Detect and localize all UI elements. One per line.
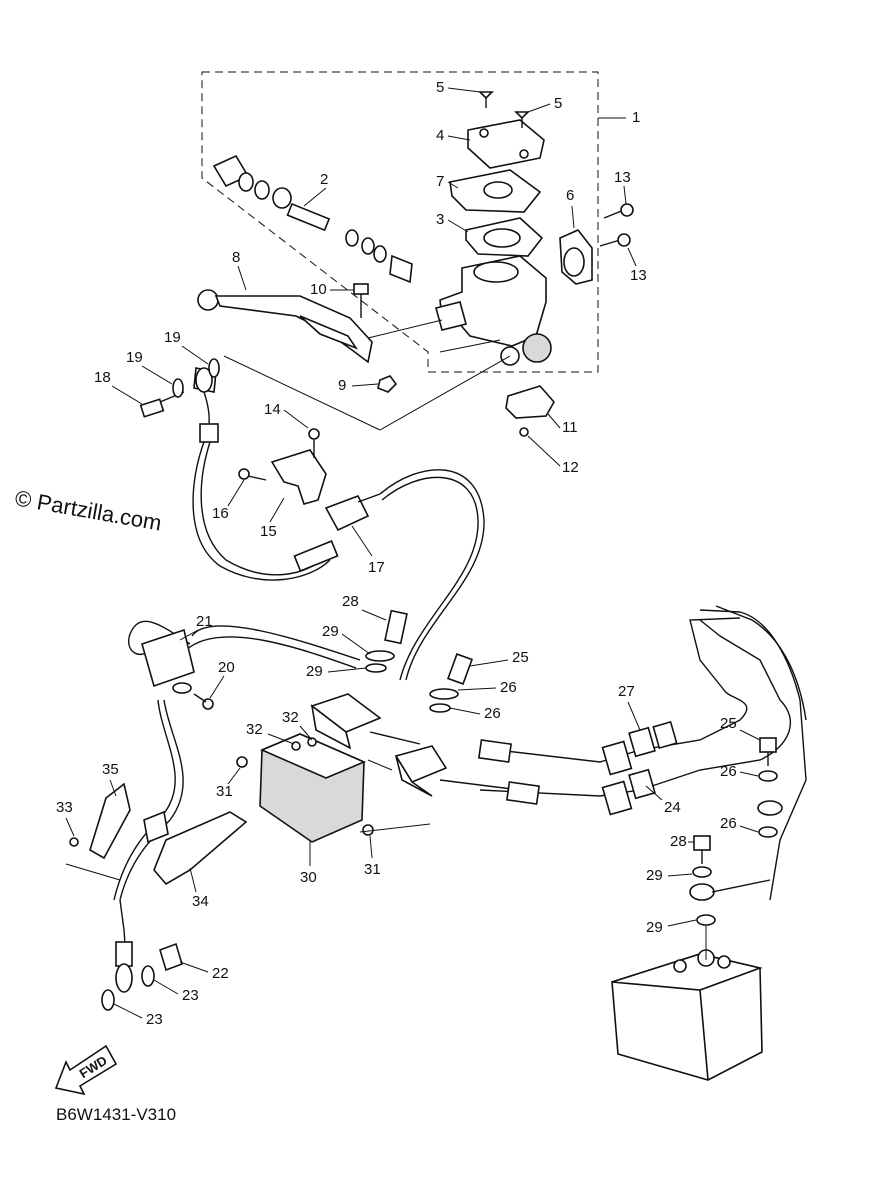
brake-hose-middle xyxy=(113,609,521,901)
callout-26d: 26 xyxy=(720,815,737,832)
callouts: 1 2 3 4 5 5 6 7 8 9 10 11 12 13 13 14 15… xyxy=(56,79,761,1028)
callout-32a: 32 xyxy=(246,721,263,738)
callout-19b: 19 xyxy=(164,329,181,346)
reservoir-cap xyxy=(467,119,545,169)
abs-unit xyxy=(611,737,783,1081)
callout-26b: 26 xyxy=(484,705,501,722)
callout-13a: 13 xyxy=(614,169,631,186)
callout-11: 11 xyxy=(562,419,578,436)
brake-hose-upper xyxy=(139,358,485,681)
callout-26a: 26 xyxy=(500,679,517,696)
callout-10: 10 xyxy=(310,281,327,298)
callout-6: 6 xyxy=(566,187,574,204)
diagram-code: B6W1431-V310 xyxy=(56,1105,176,1124)
abs-cover xyxy=(236,733,431,843)
callout-34: 34 xyxy=(192,893,209,910)
callout-24: 24 xyxy=(664,799,681,816)
joint-block-17 xyxy=(324,494,370,532)
callout-25a: 25 xyxy=(512,649,529,666)
callout-1: 1 xyxy=(632,109,640,126)
callout-7: 7 xyxy=(436,173,444,190)
callout-28b: 28 xyxy=(670,833,687,850)
callout-26c: 26 xyxy=(720,763,737,780)
callout-35: 35 xyxy=(102,761,119,778)
callout-14: 14 xyxy=(264,401,281,418)
callout-29c: 29 xyxy=(646,867,663,884)
assembly-boundary xyxy=(201,71,599,373)
watermark: © Partzilla.com xyxy=(13,485,163,535)
callout-32b: 32 xyxy=(282,709,299,726)
callout-20: 20 xyxy=(218,659,235,676)
callout-3: 3 xyxy=(436,211,444,228)
callout-18: 18 xyxy=(94,369,111,386)
brake-switch xyxy=(505,385,555,419)
callout-17: 17 xyxy=(368,559,385,576)
callout-31b: 31 xyxy=(364,861,381,878)
callout-22: 22 xyxy=(212,965,229,982)
callout-12: 12 xyxy=(562,459,579,476)
callout-9: 9 xyxy=(338,377,346,394)
callout-8: 8 xyxy=(232,249,240,266)
callout-23a: 23 xyxy=(182,987,199,1004)
callout-2: 2 xyxy=(320,171,328,188)
callout-29b: 29 xyxy=(306,663,323,680)
joint-block-21 xyxy=(141,628,195,688)
callout-13b: 13 xyxy=(630,267,647,284)
piston-kit xyxy=(212,154,413,284)
forward-direction-arrow: FWD xyxy=(54,1044,118,1096)
callout-28a: 28 xyxy=(342,593,359,610)
callout-25b: 25 xyxy=(720,715,737,732)
callout-23b: 23 xyxy=(146,1011,163,1028)
callout-15: 15 xyxy=(260,523,277,540)
callout-30: 30 xyxy=(300,869,317,886)
callout-5b: 5 xyxy=(554,95,562,112)
master-cylinder-group xyxy=(197,91,634,437)
callout-27: 27 xyxy=(618,683,635,700)
brake-pipes xyxy=(477,605,807,901)
callout-19a: 19 xyxy=(126,349,143,366)
hose-bracket xyxy=(270,449,327,505)
callout-29a: 29 xyxy=(322,623,339,640)
callout-16: 16 xyxy=(212,505,229,522)
callout-4: 4 xyxy=(436,127,444,144)
callout-31a: 31 xyxy=(216,783,233,800)
callout-29d: 29 xyxy=(646,919,663,936)
callout-21: 21 xyxy=(196,613,213,630)
callout-33: 33 xyxy=(56,799,73,816)
callout-5a: 5 xyxy=(436,79,444,96)
brake-lever xyxy=(197,289,373,364)
